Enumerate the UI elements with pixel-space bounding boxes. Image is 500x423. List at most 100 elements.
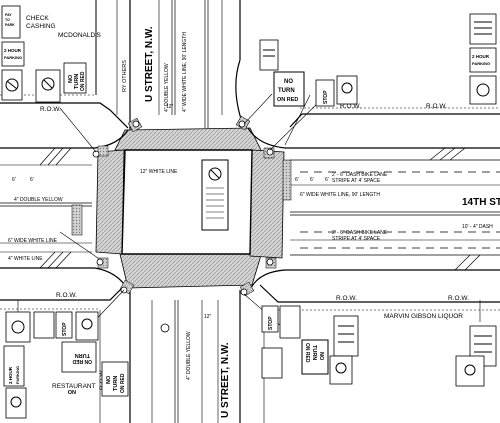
svg-text:PARK: PARK	[5, 23, 15, 27]
center-box	[121, 149, 253, 255]
note-bike-lane-2: STRIPE AT 4' SPACE	[332, 178, 381, 184]
street-name-south: U STREET, N.W.	[220, 342, 231, 418]
row-label: R.O.W.	[426, 103, 447, 110]
dim-label: 6'	[295, 177, 299, 183]
note-white-line-east: 6" WIDE WHITE LINE, 90' LENGTH	[300, 192, 380, 198]
svg-text:TURN: TURN	[113, 376, 119, 391]
property-lines	[0, 94, 500, 311]
svg-text:PARKING: PARKING	[4, 55, 22, 60]
sign-stop-se: STOP	[261, 305, 279, 333]
north-leg	[95, 0, 245, 130]
note-yellow-west: 4" DOUBLE YELLOW	[14, 197, 63, 203]
note-dash-east: 10' - 4" DASH	[462, 224, 493, 230]
sign-no-turn-on-red-south: NO TURN ON RED	[101, 361, 129, 397]
svg-text:TURN: TURN	[75, 352, 90, 358]
row-label: R.O.W.	[56, 292, 77, 299]
note-bike-lane-1: 2' - 6" DASH BIKE LANE	[332, 172, 388, 178]
svg-text:TURN: TURN	[278, 88, 295, 94]
label-restaurant: RESTAURANT	[52, 383, 96, 390]
west-leg	[0, 147, 95, 269]
sign-no-parking-ne-2	[469, 75, 497, 105]
sign-no-turn-on-red-ne: NO TURN ON RED	[273, 71, 305, 107]
note-white-line-north: 4" WIDE WHITE LINE, 90' LENGTH	[182, 32, 188, 112]
sign-2-hour-parking-ne: 2 HOUR PARKING	[469, 47, 497, 73]
crosswalks	[95, 127, 285, 289]
svg-text:TURN: TURN	[311, 345, 317, 360]
label-mcdonalds: MCDONALD'S	[58, 32, 101, 39]
svg-text:NO: NO	[106, 375, 112, 384]
sign-reg-se-3	[261, 347, 283, 379]
south-leg	[99, 290, 265, 423]
svg-text:2 HOUR: 2 HOUR	[472, 54, 490, 59]
sign-no-parking-sw	[5, 311, 31, 343]
svg-text:STOP: STOP	[268, 316, 274, 330]
svg-text:2 HOUR: 2 HOUR	[8, 366, 13, 384]
sign-2-hour-parking-nw: 2 HOUR PARKING	[1, 41, 25, 67]
sign-reg-se-2	[333, 315, 359, 357]
sign-reg-sw	[33, 311, 55, 339]
sign-center-no-turn	[201, 159, 229, 231]
svg-text:TURN: TURN	[74, 74, 80, 89]
crosswalk-south	[119, 251, 263, 289]
dim-label: 6'	[12, 177, 16, 183]
row-label: R.O.W.	[336, 295, 357, 302]
label-ry-others: RY OTHERS	[122, 60, 128, 92]
hatched-islands	[39, 147, 481, 271]
svg-text:PARKING: PARKING	[15, 366, 20, 384]
dim-label: 6'	[30, 177, 34, 183]
row-label: R.O.W.	[340, 103, 361, 110]
sign-no-parking-nw	[1, 69, 23, 101]
dim-label: 6'	[325, 177, 329, 183]
note-bike-lane-4: STRIPE AT 4' SPACE	[332, 236, 381, 242]
sign-reg-ne-1	[259, 39, 279, 71]
note-white-line-west: 6" WIDE WHITE LINE	[8, 238, 58, 244]
row-label: R.O.W.	[40, 106, 61, 113]
svg-text:NO: NO	[67, 388, 76, 394]
dim-label: 12"	[204, 314, 212, 320]
crosswalk-west	[95, 149, 125, 255]
sign-2-hour-parking-sw: 2 HOUR PARKING	[3, 345, 25, 387]
sign-no-turn-on-red-nw: NO TURN ON RED	[63, 62, 87, 94]
svg-text:NO: NO	[68, 74, 74, 83]
note-bike-lane-3: 2' - 6" DASH BIKE LANE	[332, 230, 388, 236]
sign-no-turn-on-red-sw: NO TURN ON RED	[61, 341, 97, 394]
label-liquor: MARVIN GIBSON LIQUOR	[384, 313, 463, 320]
svg-text:ON RED: ON RED	[72, 358, 92, 364]
note-yellow-south: 4" DOUBLE YELLOW	[186, 331, 192, 380]
sign-no-parking-se	[329, 355, 353, 385]
svg-text:ON RED: ON RED	[80, 71, 86, 91]
sign-stop-ne: STOP	[315, 79, 335, 107]
sign-reg-ne-2	[469, 13, 497, 45]
svg-text:PAY: PAY	[5, 13, 12, 17]
east-leg	[285, 147, 500, 271]
sign-no-turn-arrow-nw	[35, 69, 61, 103]
row-label: R.O.W.	[448, 295, 469, 302]
note-white-line-center: 12" WHITE LINE	[140, 169, 178, 175]
crosswalk-east	[249, 149, 285, 259]
svg-text:PARKING: PARKING	[472, 61, 490, 66]
street-name-north: U STREET, N.W.	[144, 26, 155, 102]
note-yellow-north: 4" DOUBLE YELLOW	[164, 63, 170, 112]
sign-reg-se-1	[279, 305, 301, 339]
svg-text:ON RED: ON RED	[304, 343, 310, 363]
sign-no-parking-se-2	[455, 355, 485, 387]
signal-poles	[92, 120, 274, 333]
svg-text:TO: TO	[5, 18, 10, 22]
sign-pay-to-park-nw: PAY TO PARK	[1, 5, 21, 39]
street-name-east: 14TH ST	[462, 197, 500, 208]
label-check-cashing: CHECK	[26, 15, 49, 22]
svg-text:NO: NO	[284, 79, 293, 85]
crosswalk-north	[114, 127, 263, 153]
sign-no-parking-ne	[336, 75, 358, 105]
svg-text:NO: NO	[318, 352, 324, 361]
sign-no-parking-sw-3	[5, 387, 27, 419]
sign-stop-sw: STOP	[55, 311, 73, 339]
sign-no-turn-on-red-se: NO TURN ON RED	[301, 339, 329, 375]
svg-text:ON RED: ON RED	[120, 373, 126, 393]
sign-no-parking-sw-2	[75, 311, 99, 341]
svg-text:STOP: STOP	[323, 90, 329, 104]
svg-text:ON RED: ON RED	[277, 97, 298, 103]
dim-label: 12"	[166, 104, 174, 110]
svg-text:STOP: STOP	[62, 322, 68, 336]
